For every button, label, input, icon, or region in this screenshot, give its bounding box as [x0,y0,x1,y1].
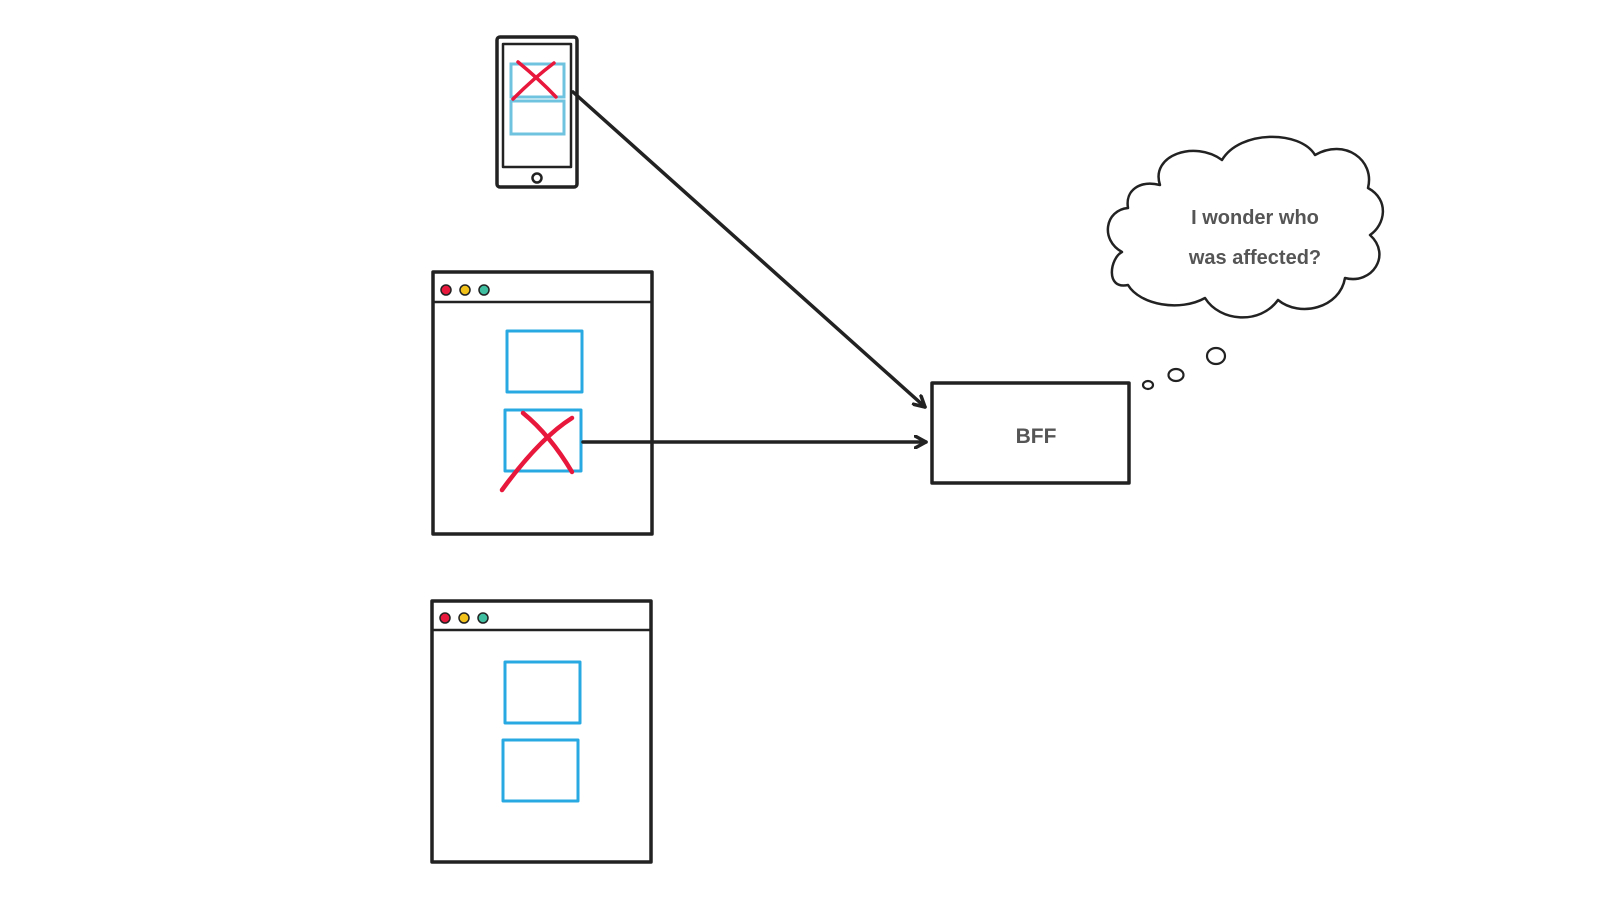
phone-widget-1 [509,62,566,99]
browser-1-maximize-dot-icon [478,284,490,296]
thought-text-line-2: was affected? [1188,247,1321,269]
phone-home-button [531,172,543,184]
bff-label: BFF [1016,425,1057,448]
thought-text-line-1: I wonder who [1191,207,1319,229]
thought-dot-large [1205,346,1227,366]
browser-client-1 [431,270,654,536]
thought-dot-medium [1167,367,1185,383]
browser-1-close-dot-icon [440,284,452,296]
mobile-client [495,35,579,189]
browser-2-maximize-dot-icon [477,612,489,624]
thought-cloud-outline [1106,135,1385,319]
browser-2-widget-2 [501,738,580,803]
arrow-phone-to-bff [571,90,927,409]
phone-error-cross-icon [511,60,558,101]
browser-1-widget-2 [503,408,583,473]
bff-node: BFF [930,381,1131,485]
thought-trail [1141,346,1227,391]
thought-dot-small [1141,379,1155,391]
browser-1-error-cross-icon [499,410,575,493]
browser-2-frame [430,599,653,864]
browser-2-minimize-dot-icon [458,612,470,624]
browser-1-widget-1 [505,329,584,394]
bff-box [930,381,1131,485]
phone-screen [501,42,573,169]
browser-1-minimize-dot-icon [459,284,471,296]
browser-2-widget-1 [503,660,582,725]
browser-1-frame [431,270,654,536]
phone-body [495,35,579,189]
phone-widget-2 [509,99,566,136]
browser-2-close-dot-icon [439,612,451,624]
thought-cloud: I wonder who was affected? [1106,135,1385,319]
browser-client-2 [430,599,653,864]
